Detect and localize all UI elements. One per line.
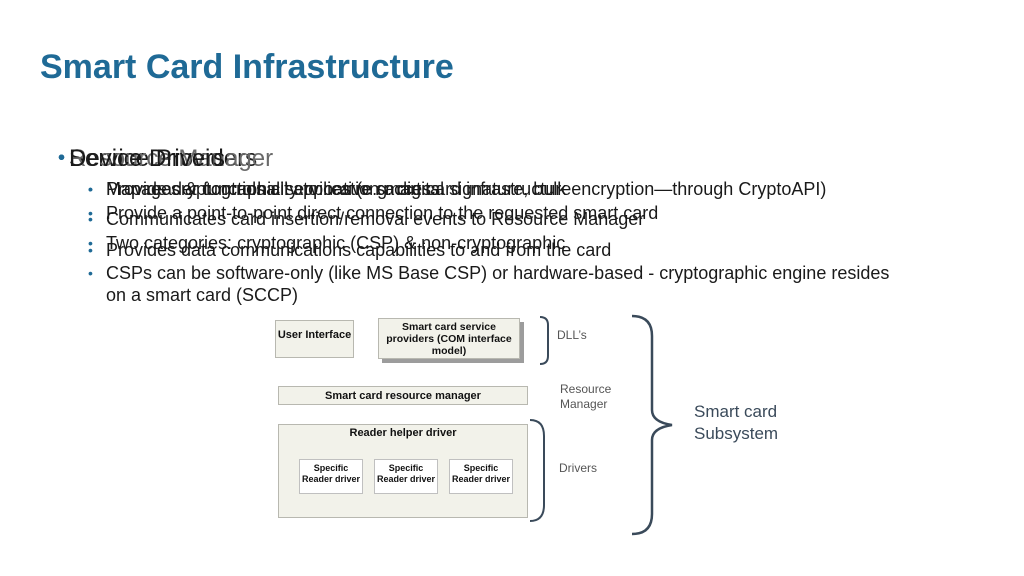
bullet-icon: • — [88, 181, 93, 197]
bullet-text: CSPs can be software-only (like MS Base … — [106, 263, 890, 305]
bullet-item: • CSPs can be software-only (like MS Base… — [88, 262, 908, 306]
subsystem-label: Smart card Subsystem — [694, 402, 779, 443]
subsystem-brace — [631, 314, 673, 536]
bullet-item: • Provide a point-to-point direct connect… — [88, 202, 658, 224]
bullet-text: Communicates card insertion/removal even… — [106, 209, 645, 229]
specific-reader-driver-box: Specific Reader driver — [299, 459, 363, 494]
user-interface-box: User Interface — [275, 320, 354, 358]
bullet-icon: • — [88, 205, 93, 221]
driver-label: Specific Reader driver — [451, 463, 511, 484]
heading-device-drivers: •Device Drivers — [58, 144, 225, 173]
bullet-text: Provides data communications capabilitie… — [106, 240, 612, 260]
dlls-bracket — [539, 316, 549, 365]
bullet-icon: • — [88, 181, 93, 197]
bullet-text: Two categories: cryptographic (CSP) & no… — [106, 233, 566, 253]
driver-label: Specific Reader driver — [301, 463, 361, 484]
bullet-item: • Provides data communications capabiliti… — [88, 239, 611, 261]
bullet-item: • Two categories: cryptographic (CSP) & n… — [88, 232, 908, 254]
driver-label: Specific Reader driver — [376, 463, 436, 484]
service-providers-box: Smart card service providers (COM interf… — [378, 318, 520, 359]
bullet-icon: • — [58, 147, 66, 169]
user-interface-label: User Interface — [277, 329, 352, 341]
reader-helper-label: Reader helper driver — [349, 427, 457, 439]
bullet-item: • Manages & controls all application acce… — [88, 178, 440, 200]
heading-service-providers: •Service Providers — [58, 144, 257, 173]
bullet-item: • Provide cryptographic services (e.g. di… — [88, 178, 928, 200]
slide-title: Smart Card Infrastructure — [40, 48, 454, 86]
bullet-icon: • — [88, 235, 93, 251]
bullet-text: Provide cryptographic services (e.g. dig… — [106, 179, 827, 199]
bullet-icon: • — [58, 147, 66, 169]
dlls-label: DLL’s — [557, 328, 587, 342]
bullet-text: Manages & controls all application acces… — [106, 179, 441, 199]
bullet-icon: • — [88, 265, 93, 281]
bullet-text: Map reader functionality to native smart… — [106, 179, 572, 199]
specific-reader-driver-box: Specific Reader driver — [374, 459, 438, 494]
drivers-label: Drivers — [559, 461, 597, 475]
bullet-item: • Communicates card insertion/removal eve… — [88, 208, 644, 230]
bullet-icon: • — [88, 211, 93, 227]
reader-helper-box: Reader helper driver Specific Reader dri… — [278, 424, 528, 518]
drivers-bracket — [529, 419, 545, 522]
resource-manager-side-label: Resource Manager — [560, 382, 612, 411]
resource-manager-box: Smart card resource manager — [278, 386, 528, 405]
service-providers-label: Smart card service providers (COM interf… — [386, 321, 512, 357]
heading-resource-manager: •Resource Manager — [58, 144, 273, 173]
bullet-item: • Map reader functionality to native smar… — [88, 178, 571, 200]
heading-text: Device Drivers — [69, 145, 226, 172]
heading-text: Resource Manager — [69, 145, 274, 172]
heading-text: Service Providers — [69, 145, 258, 172]
resource-manager-label: Smart card resource manager — [325, 390, 481, 402]
bullet-text: Provide a point-to-point direct connecti… — [106, 203, 659, 223]
bullet-icon: • — [88, 181, 93, 197]
bullet-icon: • — [88, 242, 93, 258]
specific-reader-driver-box: Specific Reader driver — [449, 459, 513, 494]
bullet-icon: • — [58, 147, 66, 169]
